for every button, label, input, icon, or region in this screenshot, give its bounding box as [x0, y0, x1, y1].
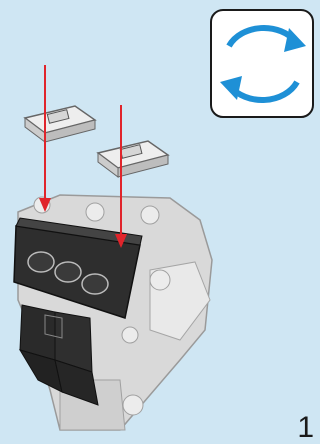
gray-tile-piece-right: [98, 141, 168, 177]
step-number: 1: [297, 413, 314, 443]
rotate-model-icon: [211, 10, 313, 117]
black-foot-bricks: [20, 305, 98, 405]
gray-tile-piece-left: [25, 106, 95, 142]
